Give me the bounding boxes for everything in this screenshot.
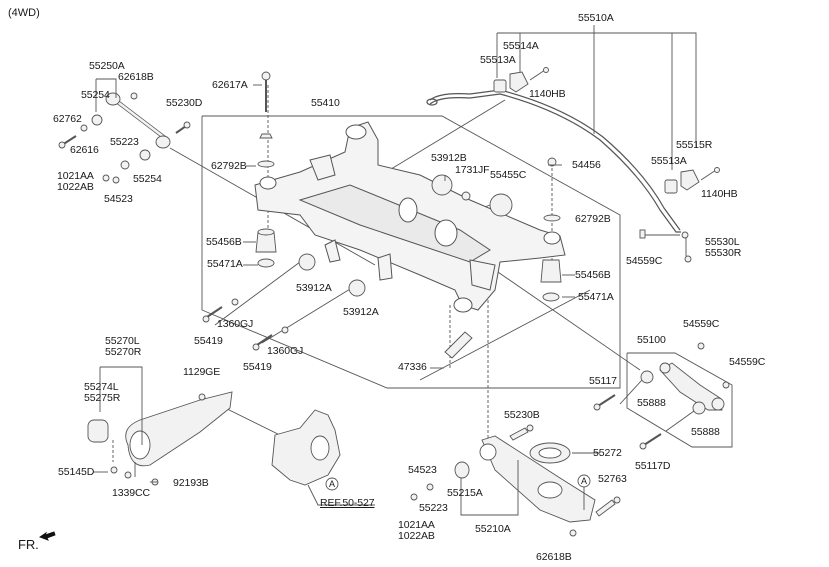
part-label[interactable]: 62616 <box>70 144 99 156</box>
part-label[interactable]: 1360GJ <box>217 318 254 330</box>
part-label[interactable]: 54559C <box>729 356 766 368</box>
leader-line <box>261 285 356 344</box>
part-label[interactable]: 55117D <box>635 460 671 472</box>
part-label[interactable]: 54456 <box>572 159 601 171</box>
part-label[interactable]: 1021AA <box>398 519 435 531</box>
part-label[interactable]: 55888 <box>637 397 666 409</box>
part-label[interactable]: 62618B <box>536 551 572 563</box>
bracket-55510A <box>497 32 697 147</box>
part-label[interactable]: 62762 <box>53 113 82 125</box>
part-label[interactable]: 55513A <box>480 54 516 66</box>
part-label[interactable]: 55513A <box>651 155 687 167</box>
part-label[interactable]: 62617A <box>212 79 248 91</box>
part-label[interactable]: 55274L <box>84 381 119 393</box>
part-label[interactable]: 1140HB <box>529 88 566 100</box>
front-direction-label: FR. <box>18 537 39 552</box>
part-label[interactable]: 92193B <box>173 477 209 489</box>
bracket-55270 <box>100 366 143 445</box>
ref-link[interactable]: REF.50-527 <box>320 497 375 509</box>
part-label[interactable]: 53912A <box>343 306 379 318</box>
stabilizer-bar <box>426 89 681 233</box>
upper-arm-group-outline <box>626 352 733 448</box>
upper-arm <box>593 342 730 450</box>
subframe-group-outline <box>201 115 621 389</box>
part-label[interactable]: 55250A <box>89 60 125 72</box>
label-ticks <box>93 84 600 483</box>
part-label[interactable]: 55117 <box>589 375 617 387</box>
part-label[interactable]: 55888 <box>691 426 720 438</box>
bushing-55513A-right <box>664 179 678 194</box>
marker-a-circle-knuckle <box>325 477 339 491</box>
part-label[interactable]: 55272 <box>593 447 622 459</box>
part-label[interactable]: 55270L <box>105 335 140 347</box>
part-label[interactable]: 55254 <box>133 173 162 185</box>
part-label[interactable]: 62792B <box>575 213 611 225</box>
part-label[interactable]: 55455C <box>490 169 527 181</box>
leader-line <box>419 289 591 381</box>
front-arrow-icon <box>39 531 56 541</box>
leader-line <box>494 269 641 371</box>
part-label[interactable]: 1129GE <box>183 366 221 378</box>
marker-a-arm: A <box>581 476 587 486</box>
part-label[interactable]: 1140HB <box>701 188 738 200</box>
part-label[interactable]: 54523 <box>104 193 133 205</box>
bracket-55250A <box>96 78 117 98</box>
part-label[interactable]: 54559C <box>626 255 663 267</box>
leader-line <box>214 261 301 326</box>
part-label[interactable]: 1339CC <box>112 487 150 499</box>
bracket-55210A <box>460 460 519 516</box>
part-label[interactable]: 1360GJ <box>267 345 304 357</box>
part-label[interactable]: 55215A <box>447 487 483 499</box>
part-label[interactable]: 55510A <box>578 12 614 24</box>
part-label[interactable]: 1021AA <box>57 170 94 182</box>
part-label[interactable]: 55456B <box>575 269 611 281</box>
part-label[interactable]: 55471A <box>207 258 243 270</box>
ref-leader <box>307 484 375 506</box>
part-label[interactable]: 54559C <box>683 318 720 330</box>
subframe <box>254 121 566 313</box>
lower-arm <box>410 424 621 537</box>
part-label[interactable]: 54523 <box>408 464 437 476</box>
trailing-arm <box>87 391 233 486</box>
part-label[interactable]: 55419 <box>194 335 223 347</box>
part-label[interactable]: 53912B <box>431 152 467 164</box>
part-label[interactable]: 55471A <box>578 291 614 303</box>
part-label[interactable]: 55223 <box>419 502 448 514</box>
clamp-55514A <box>509 71 529 93</box>
part-label[interactable]: 55230D <box>166 97 203 109</box>
knuckle <box>271 409 341 486</box>
part-label[interactable]: 55223 <box>110 136 139 148</box>
part-label[interactable]: 55530L <box>705 236 740 248</box>
part-label[interactable]: 55456B <box>206 236 242 248</box>
part-label[interactable]: 55270R <box>105 346 142 358</box>
part-label[interactable]: 55100 <box>637 334 666 346</box>
part-label[interactable]: 62618B <box>118 71 154 83</box>
part-label[interactable]: 55230B <box>504 409 540 421</box>
part-label[interactable]: 55514A <box>503 40 539 52</box>
part-label[interactable]: 53912A <box>296 282 332 294</box>
part-label[interactable]: 55410 <box>311 97 340 109</box>
part-label[interactable]: 55419 <box>243 361 272 373</box>
variant-label: (4WD) <box>8 7 40 19</box>
part-label[interactable]: 1022AB <box>57 181 94 193</box>
part-label[interactable]: 55530R <box>705 247 742 259</box>
bushing-55513A <box>493 79 507 93</box>
part-label[interactable]: 52763 <box>598 473 627 485</box>
clamp-55515R <box>680 169 700 191</box>
part-label[interactable]: 55275R <box>84 392 121 404</box>
part-label[interactable]: 47336 <box>398 361 427 373</box>
lateral-rod <box>58 92 191 184</box>
part-label[interactable]: 55254 <box>81 89 110 101</box>
marker-a-knuckle: A <box>329 479 335 489</box>
subframe-bushings <box>202 71 562 359</box>
part-label[interactable]: 55145D <box>58 466 95 478</box>
part-label[interactable]: 1731JF <box>455 164 490 176</box>
part-label[interactable]: 62792B <box>211 160 247 172</box>
part-label[interactable]: 1022AB <box>398 530 435 542</box>
part-label[interactable]: 55515R <box>676 139 713 151</box>
part-label[interactable]: 55210A <box>475 523 511 535</box>
